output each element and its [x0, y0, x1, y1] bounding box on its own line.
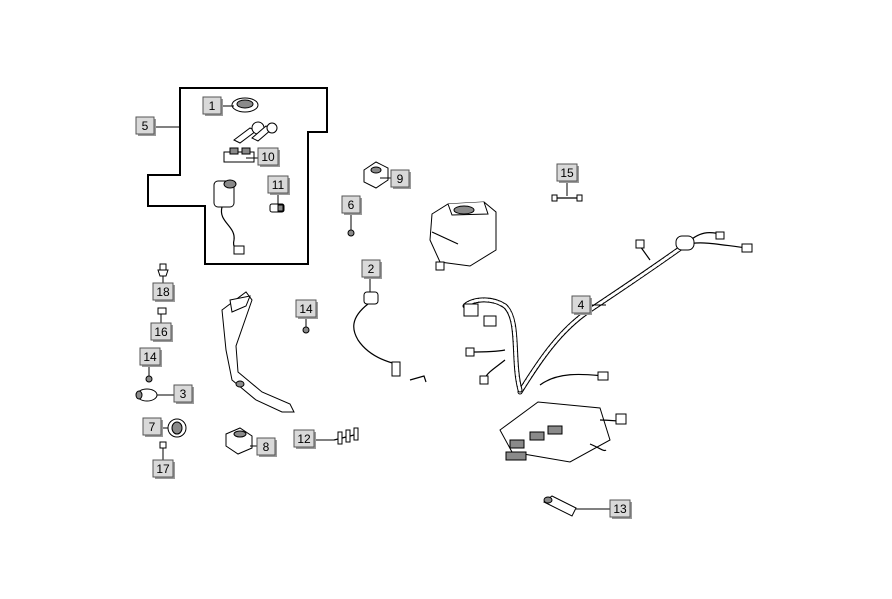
callout-14-center: 14: [295, 299, 318, 319]
callout-11: 11: [267, 175, 290, 195]
callout-14-center-label: 14: [299, 302, 313, 316]
callout-1: 1: [202, 96, 223, 116]
key-cap-part: [231, 97, 259, 113]
ring-7-part: [167, 418, 187, 438]
clip-15-part: [551, 194, 583, 202]
keys-part: [233, 121, 278, 144]
nut-14-left-part: [145, 375, 153, 383]
callout-2: 2: [361, 259, 382, 279]
callout-8: 8: [256, 437, 277, 457]
callout-18: 18: [152, 282, 175, 302]
callout-15: 15: [556, 163, 579, 183]
callout-7: 7: [142, 417, 163, 437]
callout-6: 6: [341, 195, 362, 215]
callout-8-label: 8: [263, 440, 270, 454]
screw-17-part: [159, 441, 167, 449]
callout-13-label: 13: [613, 502, 627, 516]
callout-1-label: 1: [209, 99, 216, 113]
lock-body-part: [223, 147, 255, 163]
callout-11-label: 11: [272, 178, 285, 192]
callout-5-label: 5: [142, 119, 149, 133]
callout-17: 17: [152, 459, 175, 479]
callout-3: 3: [173, 384, 194, 404]
frame-bracket-part: [221, 291, 295, 413]
callout-6-label: 6: [348, 198, 355, 212]
bolt-16-part: [157, 307, 167, 315]
callout-14-left: 14: [139, 347, 162, 367]
callout-14-left-label: 14: [143, 350, 157, 364]
callout-13: 13: [609, 499, 632, 519]
callout-2-label: 2: [368, 262, 375, 276]
ignition-set-outline: [147, 87, 328, 265]
callout-9: 9: [390, 169, 411, 189]
housing-part: [429, 201, 497, 271]
cap-nut-8-part: [225, 427, 253, 455]
callout-15-label: 15: [560, 166, 574, 180]
nut-14-center-part: [302, 326, 310, 334]
fastener-6-part: [347, 229, 355, 237]
screw-11-part: [269, 203, 285, 213]
callout-17-label: 17: [156, 462, 170, 476]
callout-4-label: 4: [578, 298, 585, 312]
callout-5: 5: [135, 116, 156, 136]
callout-18-label: 18: [156, 285, 170, 299]
callout-12-label: 12: [297, 432, 311, 446]
callout-16-label: 16: [154, 325, 168, 339]
callout-16: 16: [150, 322, 173, 342]
sensor-2-part: [353, 291, 427, 383]
callout-3-label: 3: [180, 387, 187, 401]
callout-4: 4: [571, 295, 592, 315]
nut-9-part: [363, 161, 389, 189]
callout-10: 10: [257, 147, 280, 167]
callout-12: 12: [293, 429, 316, 449]
bolt-18-part: [157, 263, 169, 277]
callout-10-label: 10: [261, 150, 275, 164]
callout-7-label: 7: [149, 420, 156, 434]
ignition-switch-part: [213, 179, 245, 255]
callout-9-label: 9: [397, 172, 404, 186]
clip-strip-12-part: [333, 427, 359, 445]
wiring-harness-part: [462, 231, 753, 463]
bolt-13-part: [543, 495, 577, 517]
connector-3-part: [135, 388, 158, 402]
